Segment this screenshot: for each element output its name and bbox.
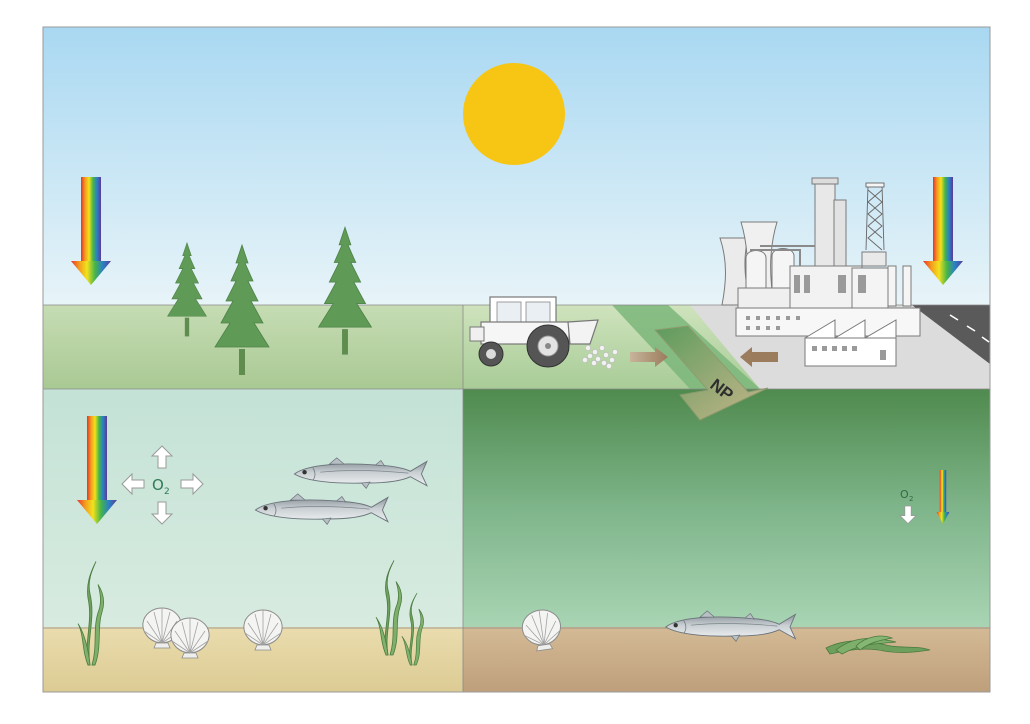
road bbox=[912, 305, 990, 364]
runoff-arrow-from-industry bbox=[740, 347, 778, 367]
oxygen-arrows-icon: O 2 bbox=[121, 445, 204, 525]
oxygen-down-icon: O 2 bbox=[899, 488, 917, 524]
oxygen-label: O bbox=[152, 476, 164, 494]
sun-icon bbox=[463, 63, 565, 165]
clear-water bbox=[43, 389, 463, 629]
nutrient-inflow-arrow: NP bbox=[653, 325, 769, 421]
runoff-arrow-from-farm bbox=[630, 347, 668, 367]
oxygen-subscript-right: 2 bbox=[909, 495, 913, 503]
fertilizer-pellets bbox=[582, 345, 618, 369]
oxygen-subscript: 2 bbox=[164, 487, 170, 497]
tractor-icon bbox=[469, 296, 599, 368]
dead-seagrass-icon bbox=[825, 635, 931, 655]
factory-icon bbox=[719, 177, 921, 367]
eutrophic-water bbox=[463, 389, 990, 629]
oxygen-label-right: O bbox=[900, 488, 909, 501]
diagram-frame bbox=[42, 26, 991, 693]
